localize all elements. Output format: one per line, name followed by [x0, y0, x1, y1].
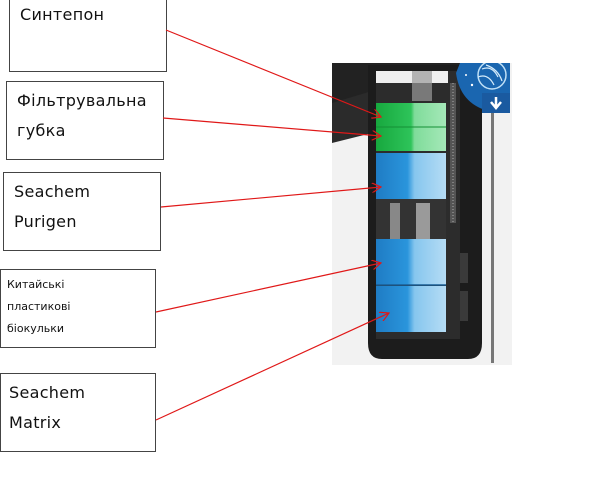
label-line: Purigen	[14, 212, 77, 231]
media-gap	[376, 199, 446, 239]
side-bar	[491, 113, 494, 363]
support-rod	[416, 203, 430, 239]
label-line: Фільтрувальна	[17, 91, 147, 110]
media-matrix	[376, 286, 446, 332]
support-rod	[390, 203, 400, 239]
label-box-seachem-matrix: Seachem Matrix	[0, 373, 156, 452]
label-box-seachem-purigen: Seachem Purigen	[3, 172, 161, 251]
label-line: Seachem	[14, 182, 91, 201]
label-line: Китайські	[7, 278, 65, 291]
label-text: Синтепон	[20, 0, 104, 30]
media-sintepon	[376, 103, 446, 127]
label-text: Seachem Matrix	[9, 378, 85, 438]
vent	[460, 253, 468, 283]
media-filter-sponge	[376, 127, 446, 151]
label-box-bioballs: Китайські пластикові біокульки	[0, 269, 156, 348]
center-rod	[412, 71, 432, 101]
label-line: Matrix	[9, 413, 62, 432]
label-text: Фільтрувальна губка	[17, 86, 147, 146]
down-arrow-icon	[482, 93, 510, 113]
filter-illustration	[332, 63, 512, 365]
label-box-sintepon: Синтепон	[9, 0, 167, 72]
label-line: Синтепон	[20, 5, 105, 24]
label-line: губка	[17, 121, 66, 140]
label-line: пластикові	[7, 300, 71, 313]
label-box-filter-sponge: Фільтрувальна губка	[6, 81, 164, 160]
label-line: біокульки	[7, 322, 65, 335]
label-text: Seachem Purigen	[14, 177, 90, 237]
media-purigen	[376, 153, 446, 199]
label-line: Seachem	[9, 383, 86, 402]
media-bioballs	[376, 239, 446, 285]
label-text: Китайські пластикові біокульки	[7, 274, 70, 340]
vent	[460, 291, 468, 321]
